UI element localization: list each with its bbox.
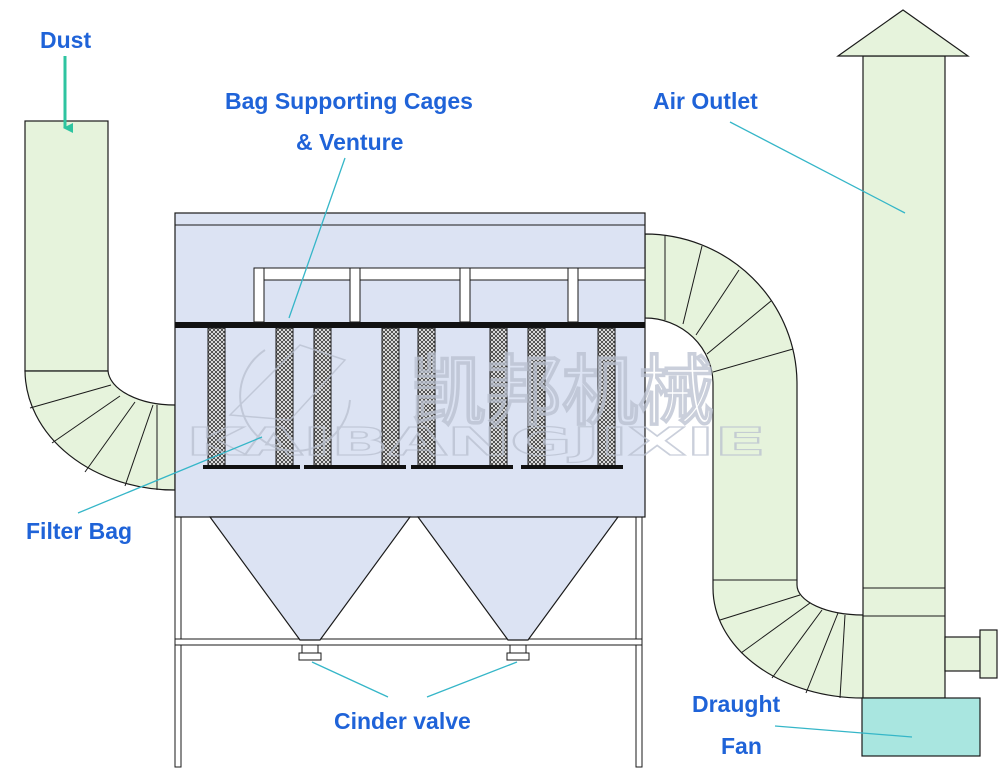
label-dust: Dust	[40, 27, 91, 53]
blow-pipe-frame	[253, 267, 646, 323]
draught-fan-box	[861, 697, 981, 757]
leader-filter-bag	[77, 436, 263, 514]
watermark-logo-text: 凯邦机械	[410, 347, 714, 436]
leader-cinder-valve-right	[426, 661, 518, 698]
leader-air-outlet	[729, 121, 906, 214]
label-bag-cages-line2: & Venture	[296, 129, 403, 155]
watermark: 凯邦机械 KAIBANGJIXIE	[185, 344, 767, 465]
label-cinder-valve: Cinder valve	[334, 708, 471, 734]
label-draught-fan-line1: Draught	[692, 691, 781, 717]
outlet-duct	[644, 233, 864, 699]
label-draught-fan-line2: Fan	[721, 733, 762, 759]
label-filter-bag: Filter Bag	[26, 518, 132, 544]
chimney-stack	[836, 9, 998, 699]
leader-draught-fan	[774, 725, 913, 738]
hoppers	[208, 516, 620, 641]
inlet-duct	[24, 120, 176, 491]
leader-lines	[77, 121, 913, 738]
leader-bag-cages	[288, 157, 346, 319]
label-bag-cages-line1: Bag Supporting Cages	[225, 88, 473, 114]
leader-cinder-valve-left	[311, 661, 389, 698]
watermark-pinyin-text: KAIBANGJIXIE	[186, 420, 766, 464]
label-air-outlet: Air Outlet	[653, 88, 758, 114]
cinder-valves	[298, 644, 530, 661]
filter-bags	[203, 327, 623, 469]
